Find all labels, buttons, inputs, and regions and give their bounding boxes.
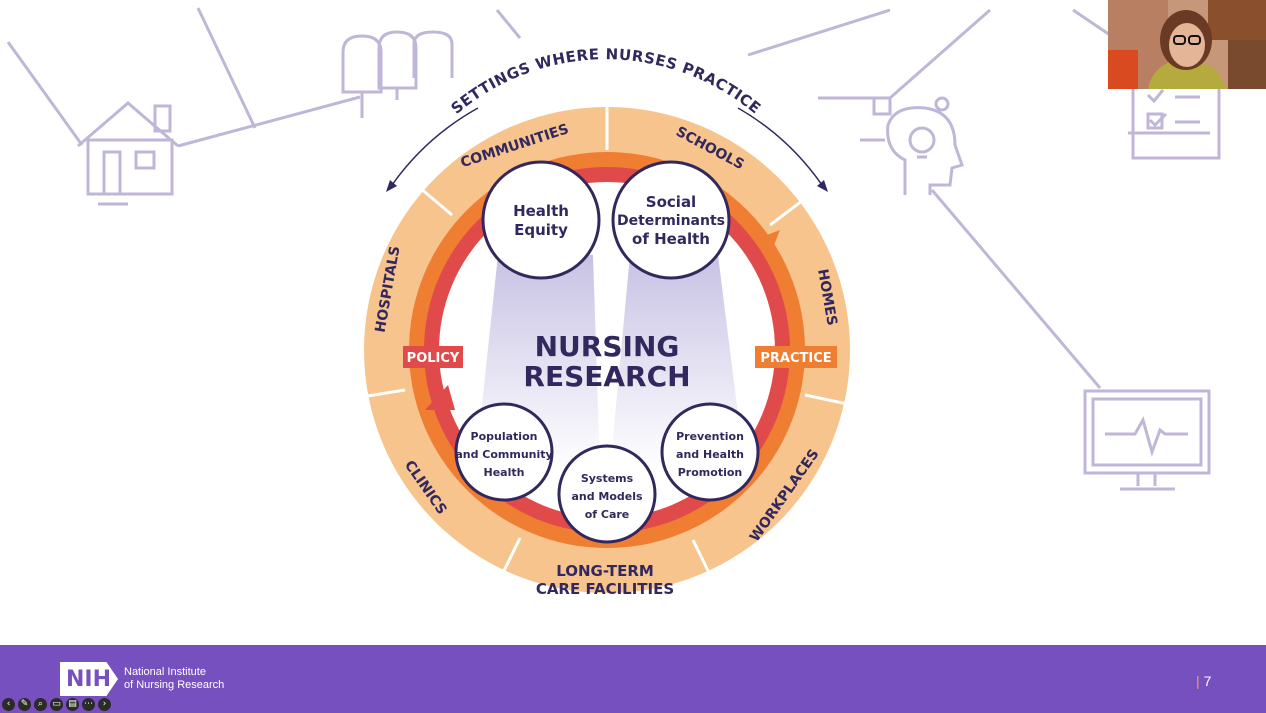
settings-arc-title: SETTINGS WHERE NURSES PRACTICE — [448, 45, 765, 117]
forward-icon[interactable]: › — [98, 698, 111, 711]
svg-text:Equity: Equity — [514, 221, 568, 239]
org-line1: National Institute — [124, 666, 206, 678]
org-name: National Institute of Nursing Research — [124, 666, 224, 692]
center-title-line1: NURSING — [535, 330, 680, 363]
background-lines — [6, 7, 1210, 389]
circle-prevention: Prevention and Health Promotion — [660, 402, 760, 502]
page-divider: | — [1196, 673, 1200, 689]
heart-monitor-icon — [1083, 389, 1211, 491]
center-title-line2: RESEARCH — [523, 360, 690, 393]
back-icon[interactable]: ‹ — [2, 698, 15, 711]
org-line2: of Nursing Research — [124, 679, 225, 691]
head-lightbulb-icon — [860, 96, 964, 195]
more-icon[interactable]: ⋯ — [82, 698, 95, 711]
svg-text:and Models: and Models — [571, 490, 643, 503]
svg-text:Health: Health — [513, 202, 569, 220]
practice-arrow-icon — [754, 230, 780, 255]
trees-icon — [341, 30, 454, 118]
presenter-webcam — [1108, 0, 1266, 89]
house-icon — [77, 101, 179, 206]
circle-health-equity: Health Equity — [481, 160, 601, 280]
footer-bar: NIH National Institute of Nursing Resear… — [0, 645, 1266, 713]
arc-arrows — [386, 107, 828, 192]
svg-text:Health: Health — [484, 466, 525, 479]
svg-text:and Community: and Community — [455, 448, 552, 461]
svg-text:Determinants: Determinants — [617, 213, 725, 229]
setting-care-facilities: CARE FACILITIES — [536, 580, 674, 598]
svg-text:of Health: of Health — [632, 230, 710, 248]
svg-text:Prevention: Prevention — [676, 430, 744, 443]
svg-text:Social: Social — [646, 193, 696, 211]
svg-text:Promotion: Promotion — [678, 466, 742, 479]
practice-badge — [755, 346, 837, 368]
settings-ring-dividers — [354, 107, 853, 586]
policy-arrow-icon — [425, 385, 455, 410]
zoom-icon[interactable]: ⌕ — [34, 698, 47, 711]
presenter-video — [1108, 0, 1266, 89]
practice-label: PRACTICE — [760, 351, 831, 366]
policy-badge — [403, 346, 463, 368]
setting-long-term: LONG-TERM — [556, 562, 654, 580]
nih-logo: NIH National Institute of Nursing Resear… — [60, 660, 224, 698]
slides-icon[interactable]: ▤ — [66, 698, 79, 711]
svg-text:Systems: Systems — [581, 472, 634, 485]
circle-systems-of-care: Systems and Models of Care — [557, 444, 657, 544]
svg-text:and Health: and Health — [676, 448, 744, 461]
circle-social-determinants: Social Determinants of Health — [611, 160, 731, 280]
pen-icon[interactable]: ✎ — [18, 698, 31, 711]
checklist-icon — [1131, 78, 1221, 160]
svg-text:Population: Population — [471, 430, 538, 443]
page-number-value: 7 — [1203, 673, 1212, 689]
circle-population-health: Population and Community Health — [454, 402, 554, 502]
policy-label: POLICY — [407, 351, 460, 366]
svg-text:of Care: of Care — [585, 508, 630, 521]
presenter-controls: ‹ ✎ ⌕ ▭ ▤ ⋯ › — [2, 698, 111, 712]
page-number: |7 — [1196, 673, 1211, 689]
captions-icon[interactable]: ▭ — [50, 698, 63, 711]
nih-badge: NIH — [60, 662, 118, 696]
slide-canvas: SETTINGS WHERE NURSES PRACTICE COMMUNITI… — [6, 7, 1221, 598]
